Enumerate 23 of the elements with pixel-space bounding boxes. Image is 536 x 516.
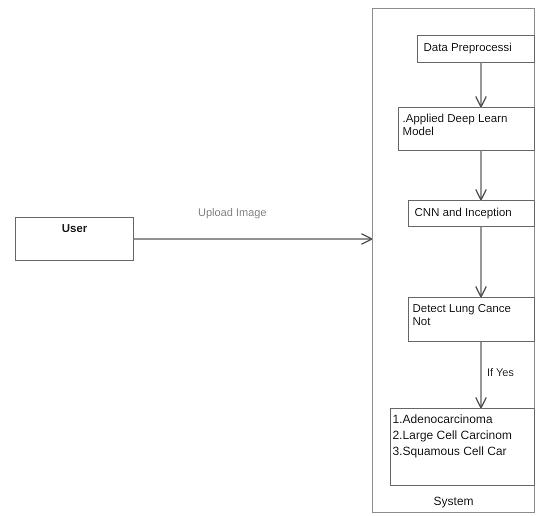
edge-label: Upload Image (196, 207, 268, 219)
process-box (390, 408, 534, 486)
node-label: User (60, 223, 88, 236)
process-box (408, 296, 534, 342)
node-label: 1.Adenocarcinoma (392, 412, 493, 426)
process-box (416, 34, 534, 62)
arrow (134, 232, 373, 246)
node-label: 2.Large Cell Carcinom (392, 428, 512, 442)
node-label: Detect Lung Cance Not (412, 302, 512, 329)
arrow (474, 342, 488, 409)
node-label: System (432, 495, 474, 509)
process-box (408, 200, 534, 226)
arrow (474, 227, 488, 298)
process-box (398, 106, 534, 150)
actor-box (15, 217, 134, 261)
node-label: CNN and Inception (414, 206, 513, 220)
system-boundary (372, 8, 535, 513)
arrow (474, 63, 488, 108)
node-label: Data Preprocessi (424, 42, 513, 55)
arrow (474, 151, 488, 201)
edge-label: If Yes (486, 367, 515, 379)
node-label: .Applied Deep Learn Model (402, 112, 508, 139)
node-label: 3.Squamous Cell Car (392, 444, 507, 458)
